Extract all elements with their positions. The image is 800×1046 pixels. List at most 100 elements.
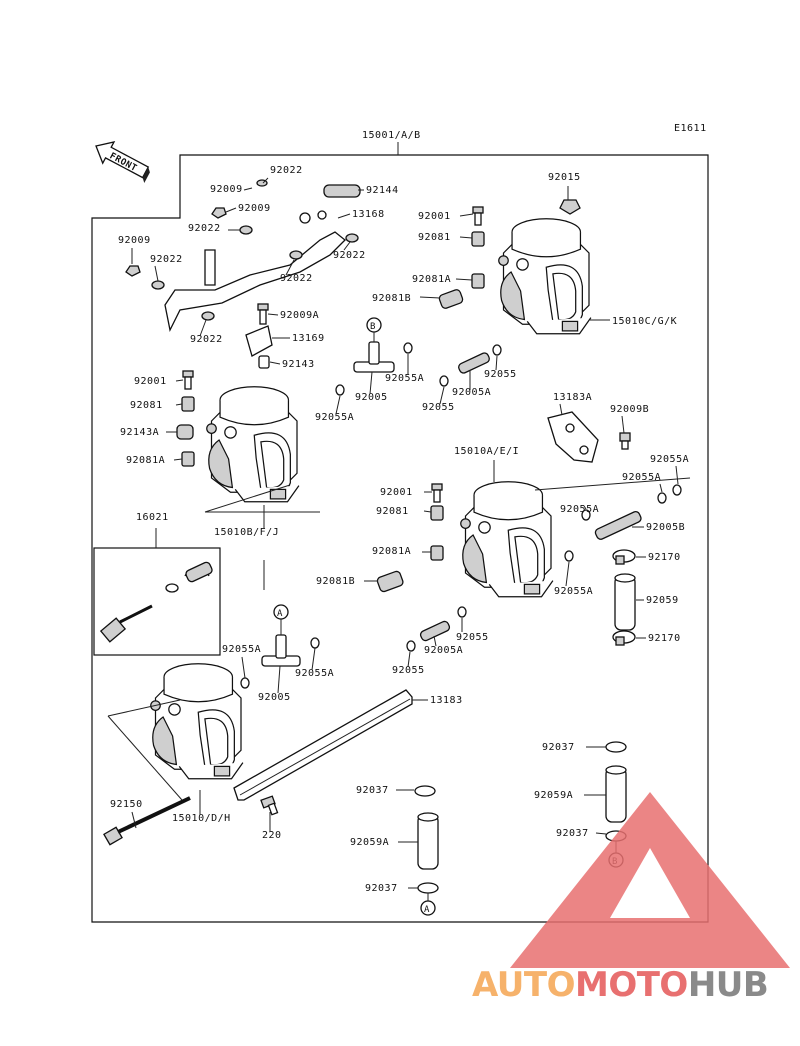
- label-p92009A: 92009A: [280, 310, 319, 321]
- label-p92081_c: 92081: [376, 506, 409, 517]
- o-ring-92055A-h: [310, 637, 320, 649]
- spring-92081B-b: [376, 570, 404, 593]
- label-p92055A_c: 92055A: [650, 454, 689, 465]
- leader-p92009_a: [243, 187, 253, 191]
- watermark-part-auto: AUTO: [472, 965, 575, 1005]
- leader-p92081_c: [423, 510, 432, 513]
- leader-p92055A_e: [583, 505, 587, 510]
- label-p92055A_a: 92055A: [385, 373, 424, 384]
- rail-13183: [233, 689, 413, 801]
- leader-p92055A_d: [659, 483, 663, 493]
- clip-92037-b: [605, 741, 627, 753]
- label-p92005B: 92005B: [646, 522, 685, 533]
- label-p92005A_a: 92005A: [452, 387, 491, 398]
- leader-p92022_e: [154, 265, 159, 282]
- label-p92081A_a: 92081A: [412, 274, 451, 285]
- label-p92022_b: 92022: [188, 223, 221, 234]
- label-p92081_b: 92081: [130, 400, 163, 411]
- leader-p92081_b: [175, 403, 183, 406]
- leader-p92081B_a: [419, 296, 441, 299]
- label-p92059: 92059: [646, 595, 679, 606]
- screw-92001-a: [472, 206, 484, 226]
- label-p92055_c: 92055: [456, 632, 489, 643]
- clip-92037-c: [417, 882, 439, 894]
- clamp-92170-a: [612, 549, 636, 565]
- carburetor-15010DH: [150, 663, 244, 780]
- front-arrow-icon: FRONT: [95, 141, 150, 183]
- label-p92081A_b: 92081A: [126, 455, 165, 466]
- label-p92022_e: 92022: [150, 254, 183, 265]
- nut-92015: [559, 199, 581, 215]
- spring-92081A-a: [471, 273, 485, 289]
- pipe-92005A-a: [458, 352, 490, 374]
- leader-p92055_a: [495, 355, 498, 371]
- label-p220: 220: [262, 830, 282, 841]
- label-p92055_a: 92055: [484, 369, 517, 380]
- diagram-frame: [91, 154, 709, 923]
- bracket-13183A: [547, 411, 599, 463]
- screw-92001-c: [431, 483, 443, 503]
- label-p15010CGK: 15010C/G/K: [612, 316, 677, 327]
- label-p15010AEI: 15010A/E/I: [454, 446, 519, 457]
- o-ring-92055-a: [439, 375, 449, 387]
- leader-p92022_d: [343, 241, 351, 251]
- o-ring-92055A-d: [657, 492, 667, 504]
- svg-text:AUTOMOTOHUB: AUTOMOTOHUB: [472, 965, 768, 1005]
- leader-p92022_f: [199, 319, 207, 337]
- screw-92150: [103, 796, 191, 846]
- bracket-13169: [245, 325, 273, 357]
- label-p92055A_b: 92055A: [315, 412, 354, 423]
- label-p92005_a: 92005: [355, 392, 388, 403]
- spring-92081B-a: [438, 289, 464, 309]
- leader-p92055_d: [407, 651, 411, 668]
- leader-p92055_b: [439, 386, 445, 405]
- fitting-92005-b: [261, 634, 301, 667]
- clip-92037-a: [414, 785, 436, 797]
- svg-text:A: A: [424, 905, 430, 915]
- label-p16021: 16021: [136, 512, 169, 523]
- label-p92009_c: 92009: [118, 235, 151, 246]
- svg-text:B: B: [370, 322, 376, 332]
- label-p92001_b: 92001: [134, 376, 167, 387]
- carburetor-15010CGK: [498, 218, 592, 335]
- o-ring-92055A-f: [564, 550, 574, 562]
- label-p92081_a: 92081: [418, 232, 451, 243]
- spring-92081A-b: [181, 451, 195, 467]
- label-p92170_a: 92170: [648, 552, 681, 563]
- leader-p92143: [269, 361, 281, 365]
- fitting-92005-a: [353, 341, 395, 373]
- label-p92144: 92144: [366, 185, 399, 196]
- o-ring-92055A-b: [335, 384, 345, 396]
- watermark-logo: AUTOMOTOHUB: [472, 792, 790, 1005]
- leader-p92055A_h: [311, 647, 316, 671]
- label-p13168: 13168: [352, 209, 385, 220]
- screw-92001-b: [182, 370, 194, 390]
- label-p92005A_b: 92005A: [424, 645, 463, 656]
- nuts-92009: [125, 207, 227, 277]
- carburetor-15010AEI: [460, 481, 554, 598]
- label-p92055A_e: 92055A: [560, 504, 599, 515]
- washers-92022: [151, 179, 359, 321]
- label-p92001_c: 92001: [380, 487, 413, 498]
- label-p92059A_b: 92059A: [534, 790, 573, 801]
- leader-p92009_b: [225, 207, 237, 213]
- watermark-part-hub: HUB: [688, 965, 768, 1005]
- screw-92009B: [619, 432, 631, 450]
- box-16021: [93, 547, 221, 656]
- label-p92081B_b: 92081B: [316, 576, 355, 587]
- o-ring-92055A-c: [672, 484, 682, 496]
- diagram-code: E1611: [674, 123, 707, 134]
- leader-p92001_a: [459, 213, 474, 217]
- label-p92055A_d: 92055A: [622, 472, 661, 483]
- spring-92144: [323, 184, 361, 198]
- label-p92015: 92015: [548, 172, 581, 183]
- spring-92081-c: [430, 505, 444, 521]
- label-p92150: 92150: [110, 799, 143, 810]
- svg-text:A: A: [277, 609, 283, 619]
- leader-p92037_d: [595, 832, 607, 835]
- o-ring-92055-d: [406, 640, 416, 652]
- label-p92143A: 92143A: [120, 427, 159, 438]
- hose-92059A-b: [605, 767, 627, 823]
- label-p92001_a: 92001: [418, 211, 451, 222]
- label-p92059A_a: 92059A: [350, 837, 389, 848]
